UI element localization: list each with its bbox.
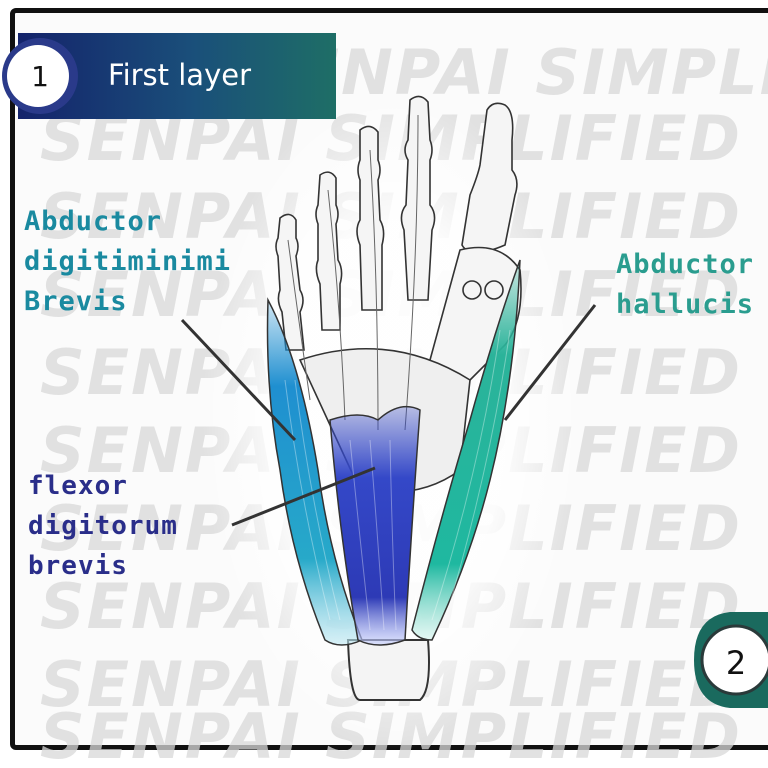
- hallux-phalanx: [461, 102, 518, 254]
- label-flexor-digitorum-brevis: flexor digitorum brevis: [28, 466, 178, 586]
- label-line: hallucis: [615, 289, 754, 320]
- second-toe: [400, 95, 436, 301]
- next-step-number[interactable]: 2: [725, 644, 747, 682]
- label-line: Abductor: [24, 206, 163, 237]
- watermark-row: SENPAI SIMPLIFIED: [250, 36, 768, 109]
- fourth-toe: [315, 171, 343, 331]
- sesamoid-bone: [484, 280, 504, 300]
- label-line: Brevis: [24, 286, 128, 317]
- label-abductor-hallucis: Abductor hallucis: [586, 245, 754, 325]
- label-line: brevis: [28, 551, 128, 581]
- leader-line-ah: [503, 304, 597, 421]
- abductor-digiti-minimi-muscle: [266, 297, 363, 646]
- panel-title: First layer: [108, 58, 252, 92]
- sesamoid-bone: [462, 280, 482, 300]
- tendons: [287, 114, 419, 431]
- leader-line-fdb: [231, 466, 376, 527]
- calcaneus-bone: [346, 639, 430, 701]
- label-line: flexor: [28, 471, 128, 501]
- flexor-digitorum-brevis-muscle: [329, 405, 421, 646]
- label-line: Abductor: [615, 249, 754, 280]
- label-line: digitiminimi: [24, 246, 232, 277]
- label-abductor-digiti-minimi: Abductor digitiminimi Brevis: [24, 202, 231, 322]
- step-badge: [7, 45, 69, 107]
- step-number: 1: [31, 60, 49, 93]
- abductor-hallucis-muscle: [411, 259, 521, 641]
- fifth-toe: [275, 213, 305, 351]
- third-toe: [356, 125, 385, 311]
- label-line: digitorum: [28, 511, 178, 541]
- muscle-fibres: [284, 329, 511, 631]
- leader-line-adm: [180, 318, 297, 442]
- next-step-badge: [700, 624, 768, 696]
